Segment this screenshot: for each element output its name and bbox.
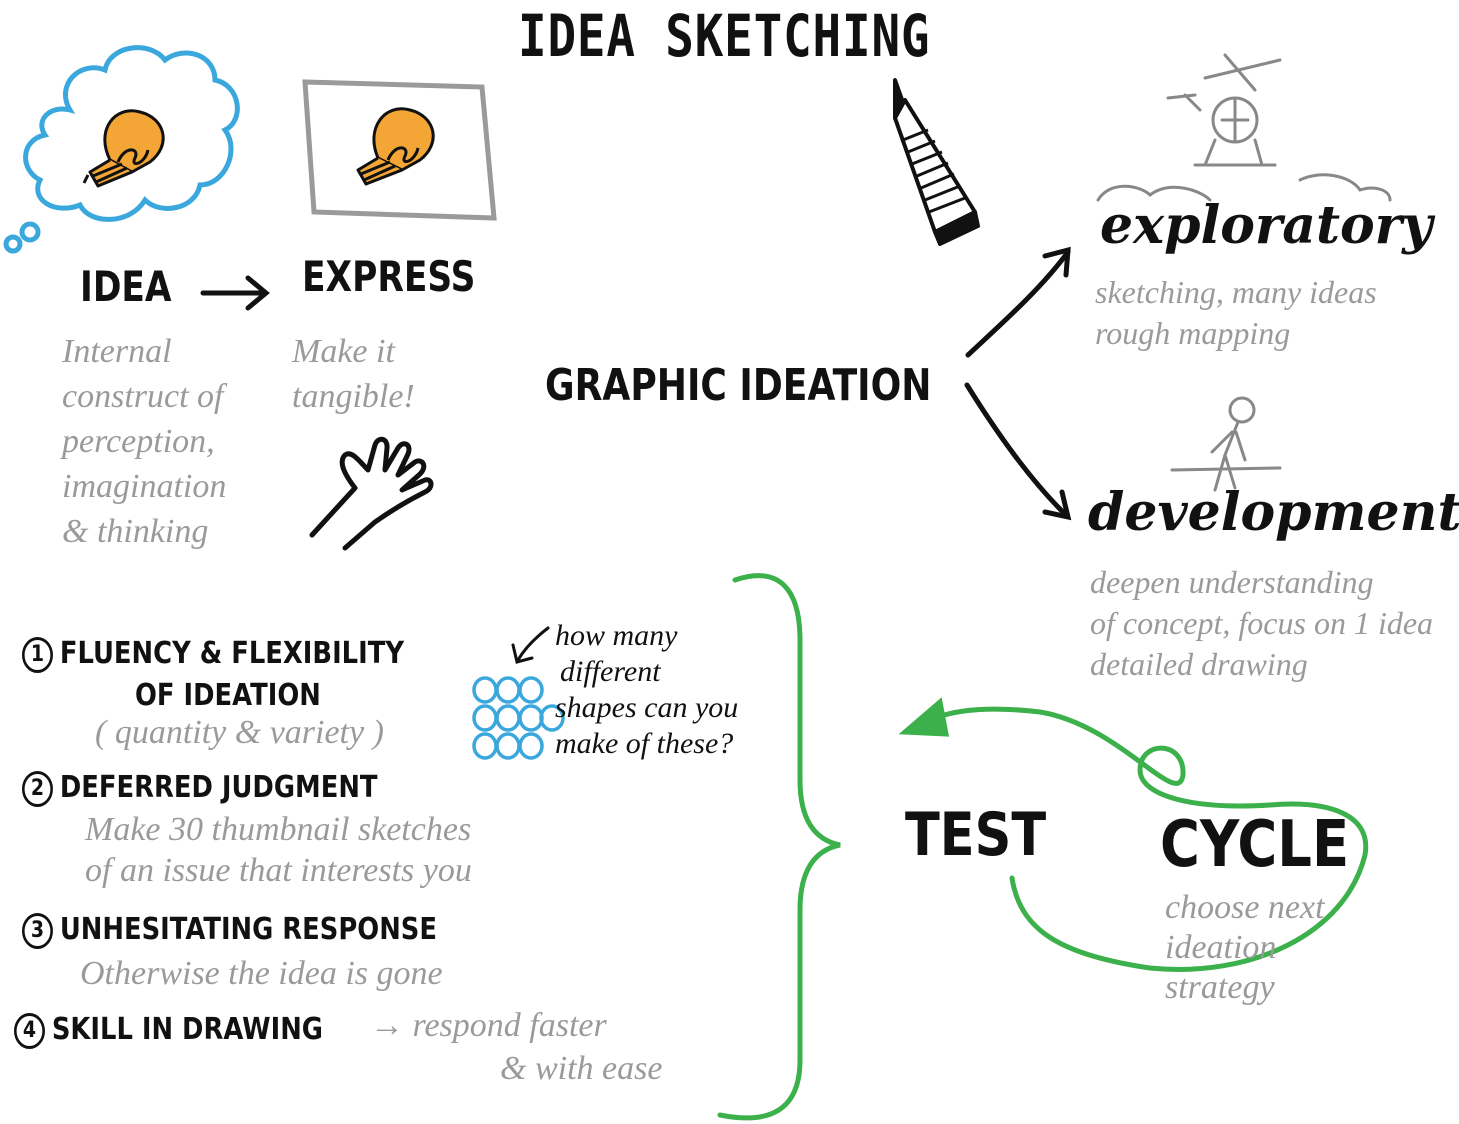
item-1-title-line2: OF IDEATION xyxy=(135,678,321,713)
test-label: TEST xyxy=(905,800,1047,870)
number-badge: 2 xyxy=(22,770,53,807)
thought-cloud-icon xyxy=(3,45,240,254)
graphic-ideation-label: GRAPHIC IDEATION xyxy=(545,360,932,411)
cycle-note-line: strategy xyxy=(1165,969,1275,1007)
number-badge: 1 xyxy=(22,636,53,673)
exploratory-note: sketching, many ideas rough mapping xyxy=(1095,272,1377,354)
cycle-loop xyxy=(898,697,1369,972)
green-brace xyxy=(717,573,841,1121)
express-note-line: tangible! xyxy=(292,377,415,415)
number-badge: 3 xyxy=(22,912,53,949)
arrow-to-developmental xyxy=(964,382,1072,521)
exploratory-note-line: rough mapping xyxy=(1095,314,1291,351)
item-2-note-line: Make 30 thumbnail sketches xyxy=(85,811,472,848)
cycle-note-line: ideation xyxy=(1165,929,1277,967)
item-2-note-line: of an issue that interests you xyxy=(85,851,472,889)
hand-icon xyxy=(309,436,434,551)
developmental-note-line: of concept, focus on 1 idea xyxy=(1090,604,1434,641)
item-1-note: ( quantity & variety ) xyxy=(95,714,384,751)
idea-note-line: construct of xyxy=(62,377,224,415)
item-4-note-line: & with ease xyxy=(500,1049,663,1087)
cycle-note-line: choose next xyxy=(1165,889,1325,926)
circles-question-line: how many xyxy=(555,619,678,652)
pencil-icon xyxy=(893,78,980,246)
paper-frame-icon xyxy=(302,79,497,221)
arrow-to-exploratory xyxy=(965,246,1071,358)
circles-cluster-icon xyxy=(472,676,565,760)
express-heading: EXPRESS xyxy=(302,252,476,301)
developmental-note: deepen understanding of concept, focus o… xyxy=(1090,562,1433,685)
item-3-note: Otherwise the idea is gone xyxy=(80,955,443,992)
developmental-note-line: deepen understanding xyxy=(1090,564,1374,600)
idea-note-line: perception, xyxy=(62,422,215,460)
developmental-note-line: detailed drawing xyxy=(1090,645,1308,682)
lightbulb-icon xyxy=(82,109,165,188)
circles-question-line: shapes can you xyxy=(555,691,739,724)
item-4-note: → respond faster & with ease xyxy=(370,1005,662,1090)
idea-note-line: imagination xyxy=(62,467,227,505)
number-badge: 4 xyxy=(14,1012,45,1049)
developmental-heading: developmental xyxy=(1088,482,1459,543)
helicopter-icon xyxy=(1096,53,1392,202)
express-note-line: Make it xyxy=(292,333,395,370)
idea-note-line: Internal xyxy=(62,333,172,370)
exploratory-heading: exploratory xyxy=(1100,195,1433,256)
item-4-note-line: → respond faster xyxy=(370,1007,607,1044)
circles-question-line: make of these? xyxy=(555,727,734,760)
idea-note-line: & thinking xyxy=(62,512,209,550)
page-title: IDEA SKETCHING xyxy=(518,2,931,70)
cycle-note: choose next ideation strategy xyxy=(1165,888,1325,1008)
exploratory-note-line: sketching, many ideas xyxy=(1095,274,1377,310)
arrow-idea-express xyxy=(200,275,270,311)
item-label: DEFERRED JUDGMENT xyxy=(59,770,378,805)
item-label: FLUENCY & FLEXIBILITY xyxy=(59,636,405,671)
cycle-heading: CYCLE xyxy=(1160,808,1350,882)
stick-figure-icon xyxy=(1170,396,1282,492)
circles-question-line: different xyxy=(560,655,661,688)
circles-question: how many different shapes can you make o… xyxy=(555,618,738,762)
lightbulb-icon xyxy=(356,107,435,186)
express-note: Make it tangible! xyxy=(292,330,415,420)
item-label: UNHESITATING RESPONSE xyxy=(59,912,438,947)
item-label: SKILL IN DRAWING xyxy=(51,1012,323,1047)
idea-heading: IDEA xyxy=(80,262,172,311)
item-2-note: Make 30 thumbnail sketches of an issue t… xyxy=(85,810,472,892)
arrow-to-circles xyxy=(511,626,550,664)
idea-note: Internal construct of perception, imagin… xyxy=(62,330,226,554)
